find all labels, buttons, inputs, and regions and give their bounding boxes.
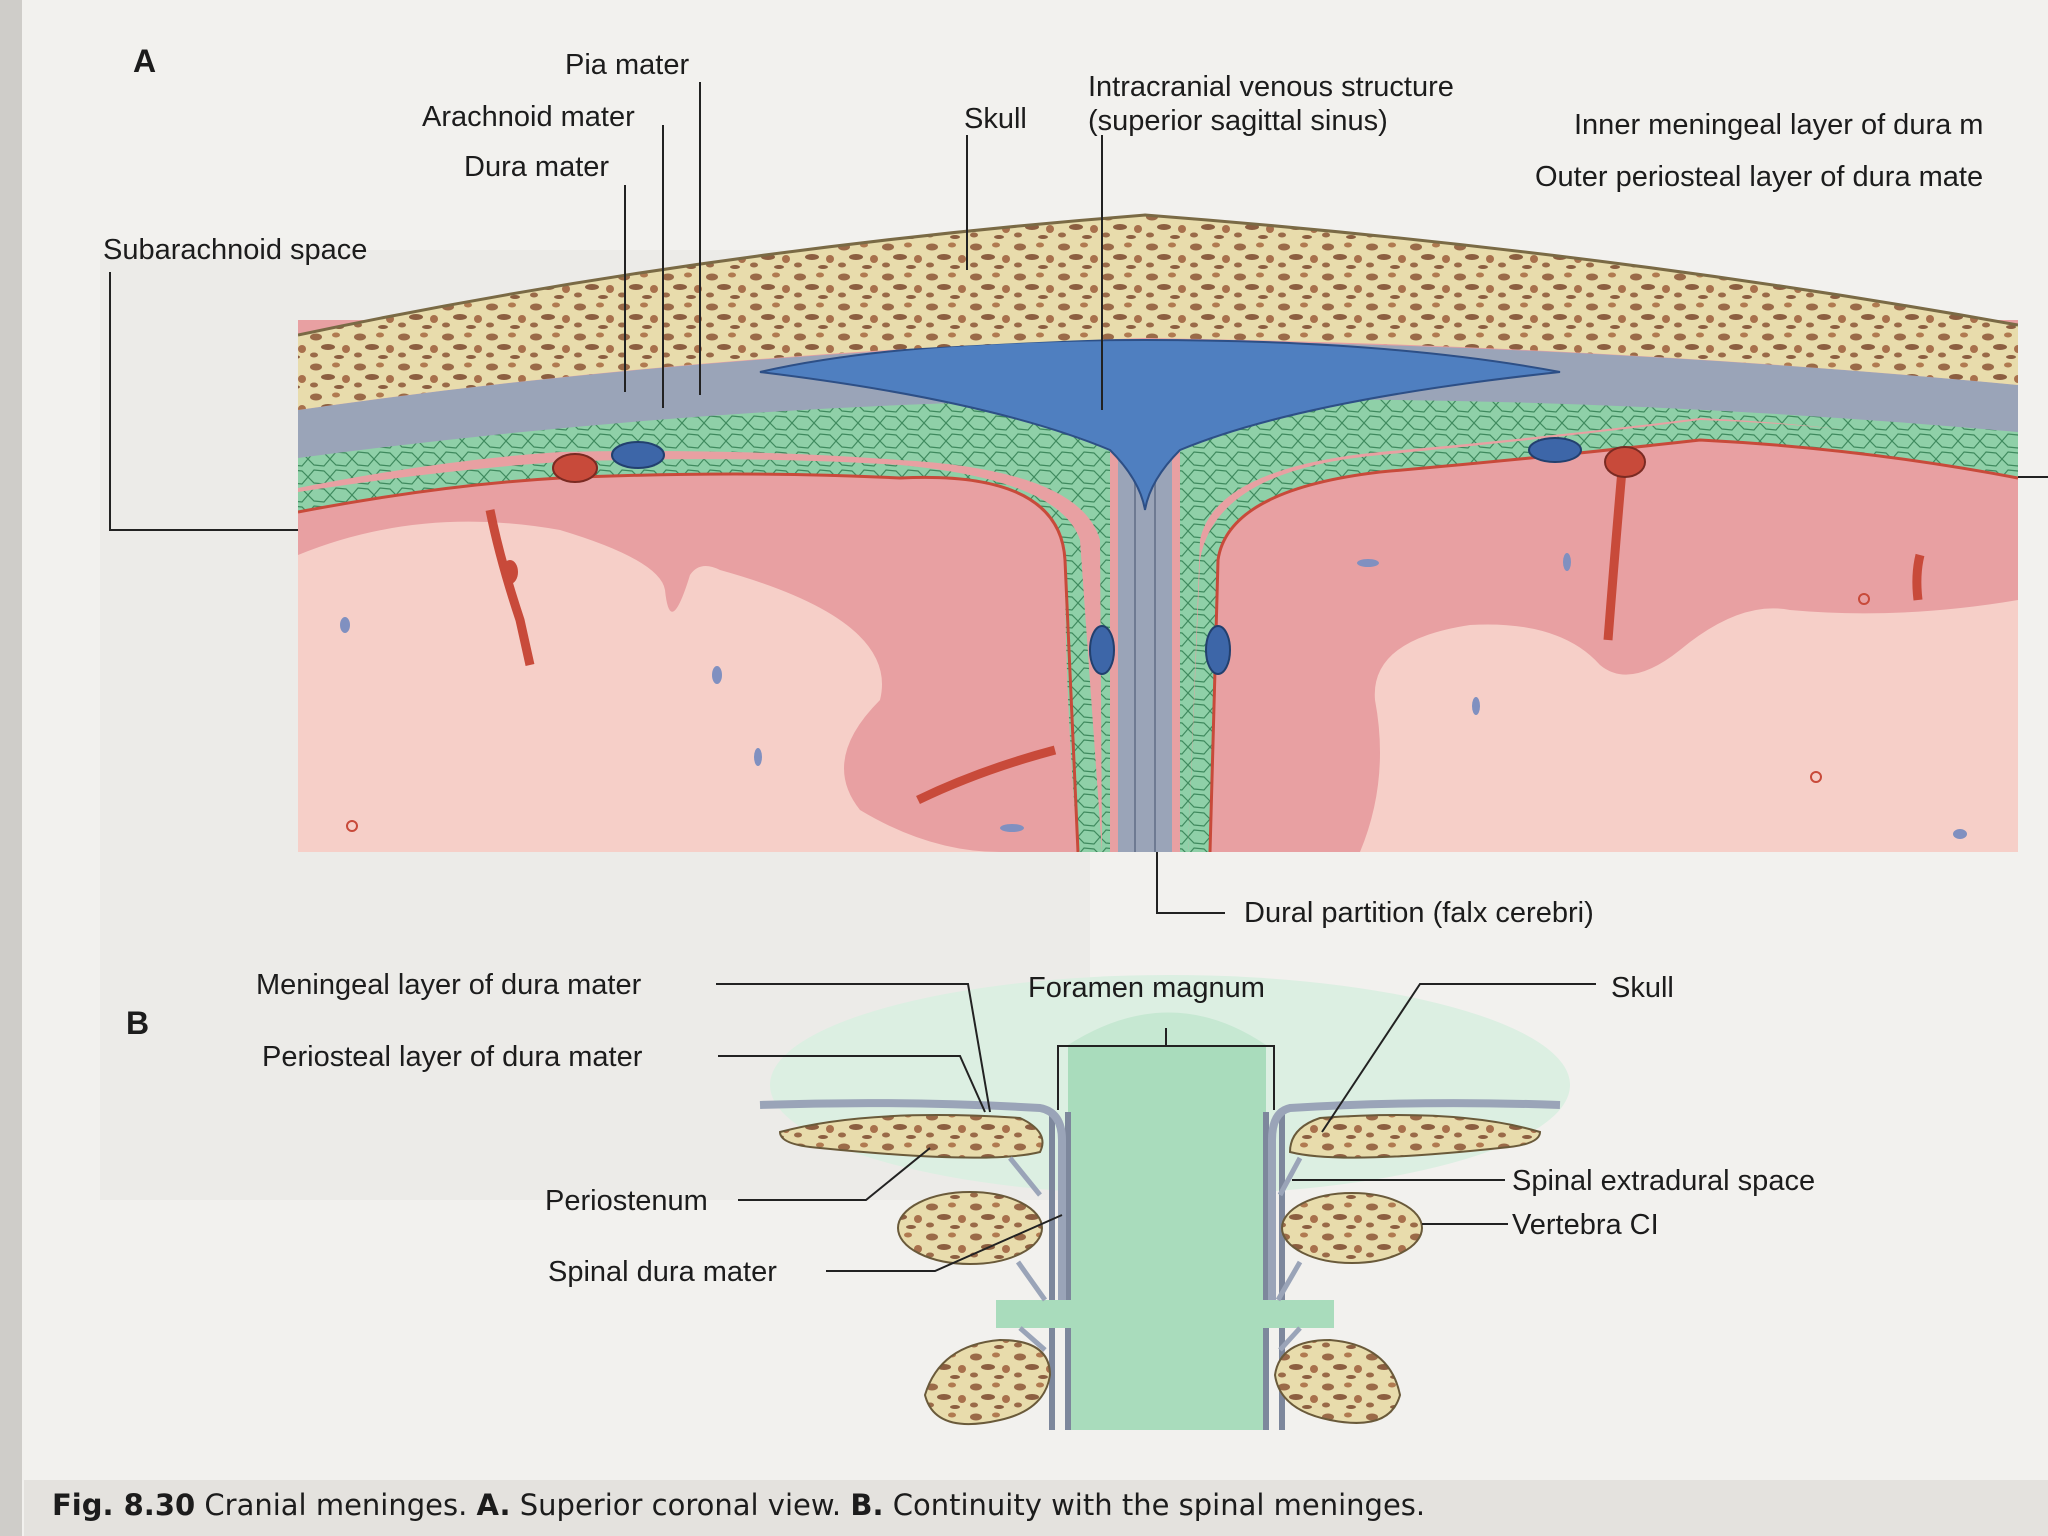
- label-pia-mater: Pia mater: [565, 49, 689, 81]
- label-meningeal-layer: Meningeal layer of dura mater: [256, 969, 642, 1001]
- label-arachnoid-mater: Arachnoid mater: [422, 101, 635, 133]
- label-vertebra-c1: Vertebra CI: [1512, 1209, 1659, 1241]
- vessel-dot-8: [1563, 553, 1571, 571]
- dura-band: [298, 340, 2018, 852]
- arachnoid-band-right: [1180, 398, 2018, 852]
- label-dural-partition: Dural partition (falx cerebri): [1244, 897, 1594, 929]
- panel-b-letter: B: [126, 1005, 149, 1041]
- bridging-vein-left: [1089, 625, 1115, 675]
- panel-a-leaders: [109, 82, 2048, 914]
- vessel-dot-6: [1357, 559, 1379, 567]
- vertebra-c2-right: [1273, 1338, 1402, 1424]
- label-foramen-magnum: Foramen magnum: [1028, 972, 1265, 1004]
- skull-outer-edge: [298, 213, 2018, 337]
- label-periosteal-layer: Periosteal layer of dura mater: [262, 1041, 643, 1073]
- vessel-dot-12: [1953, 829, 1967, 839]
- vessel-dot-11: [1810, 771, 1822, 783]
- vessel-dot-1: [502, 560, 518, 584]
- superior-sagittal-sinus: [759, 338, 1561, 511]
- panel-b-illustration: [759, 975, 1570, 1430]
- label-venous-structure-line2: (superior sagittal sinus): [1088, 105, 1388, 137]
- spinal-dura-left: [1049, 1112, 1071, 1430]
- ligament-right: [1275, 1156, 1303, 1352]
- skull-base-right: [1288, 1114, 1542, 1159]
- caption-a-label: A.: [476, 1488, 511, 1522]
- caption-text-2: Superior coronal view.: [519, 1488, 842, 1522]
- arachnoid-band: [298, 400, 1110, 852]
- vein-right: [1528, 437, 1582, 463]
- sulcus-right: [1603, 469, 1627, 641]
- white-matter-right: [1360, 600, 2018, 852]
- label-venous-structure-line1: Intracranial venous structure: [1088, 71, 1454, 103]
- vessel-dot-2: [340, 617, 350, 633]
- vertebra-c1-right: [1281, 1192, 1423, 1264]
- label-inner-meningeal-layer: Inner meningeal layer of dura m: [1574, 109, 1983, 141]
- figure-caption: Fig. 8.30 Cranial meninges. A. Superior …: [24, 1480, 2048, 1536]
- vessel-dot-9: [346, 820, 358, 832]
- artery-left: [552, 453, 598, 483]
- vessel-dot-4: [754, 748, 762, 766]
- skull-base-left: [778, 1114, 1044, 1159]
- label-subarachnoid-space: Subarachnoid space: [103, 234, 367, 266]
- ligament-left: [1008, 1156, 1048, 1352]
- label-outer-periosteal-layer: Outer periosteal layer of dura mate: [1535, 161, 1983, 193]
- caption-b-label: B.: [850, 1488, 884, 1522]
- sulcus-right-2: [1912, 553, 1925, 601]
- panel-b-leaders: [716, 983, 1596, 1272]
- caption-text-3: Continuity with the spinal meninges.: [892, 1488, 1426, 1522]
- meningeal-layer-left: [759, 1099, 1066, 1300]
- label-spinal-dura-mater: Spinal dura mater: [548, 1256, 777, 1288]
- spinal-dura-right: [1263, 1112, 1285, 1430]
- caption-text-1: Cranial meninges.: [204, 1488, 468, 1522]
- vessel-dot-10: [1858, 593, 1870, 605]
- skull-bone: [298, 215, 2018, 410]
- caption-fig-label: Fig. 8.30: [52, 1488, 196, 1522]
- artery-right: [1604, 446, 1646, 478]
- panel-a-illustration: [298, 213, 2018, 852]
- falx-cerebri: [1134, 470, 1156, 852]
- vein-left: [611, 441, 665, 469]
- label-spinal-extradural-space: Spinal extradural space: [1512, 1165, 1815, 1197]
- vessel-dot-7: [1472, 697, 1480, 715]
- label-skull-b: Skull: [1611, 972, 1674, 1004]
- panel-a-letter: A: [133, 43, 156, 79]
- meningeal-layer-right: [1268, 1099, 1561, 1300]
- bridging-vein-right: [1205, 625, 1231, 675]
- label-dura-mater: Dura mater: [464, 151, 609, 183]
- vessel-dot-5: [1000, 824, 1024, 832]
- sulcus-mid: [916, 745, 1057, 805]
- vessel-dot-3: [712, 666, 722, 684]
- white-matter-left: [298, 521, 1000, 852]
- pia-surface-left: [298, 472, 1080, 852]
- label-periosteum: Periostenum: [545, 1185, 708, 1217]
- vertebra-c2-left: [923, 1338, 1052, 1426]
- spinal-cord: [996, 1027, 1334, 1430]
- label-skull: Skull: [964, 103, 1027, 135]
- vertebra-c1-left: [897, 1191, 1043, 1265]
